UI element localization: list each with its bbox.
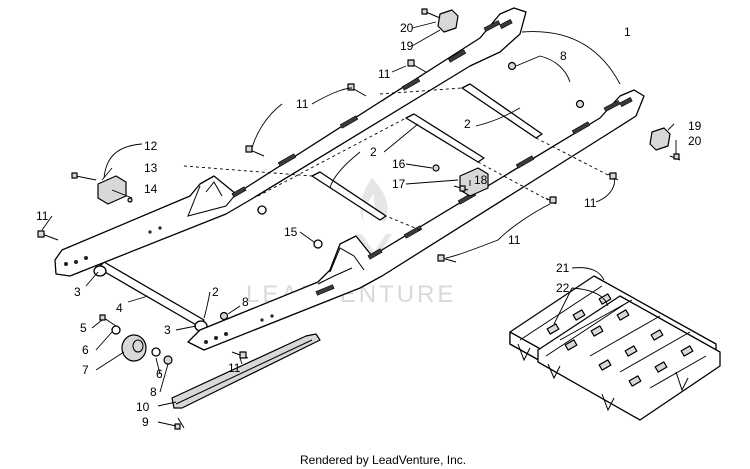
callout-5: 5 (80, 321, 87, 335)
callout-2b: 2 (370, 145, 377, 159)
nut-16 (432, 164, 440, 172)
callout-2c: 2 (212, 285, 219, 299)
nut-8d (219, 311, 229, 321)
washer-6a (111, 325, 121, 335)
left-slide-rail (54, 7, 527, 277)
callout-4: 4 (116, 301, 123, 315)
callout-6a: 6 (82, 343, 89, 357)
callout-9: 9 (142, 415, 149, 429)
callout-2a: 2 (464, 117, 471, 131)
callout-19a: 19 (400, 39, 414, 53)
callout-7: 7 (82, 363, 89, 377)
cross-shaft-rear-upper (461, 83, 543, 139)
callout-20a: 20 (400, 21, 414, 35)
washer-15a (257, 205, 267, 215)
callout-10: 10 (136, 400, 150, 414)
callout-12: 12 (144, 139, 158, 153)
callout-11a: 11 (378, 67, 391, 81)
callout-22: 22 (556, 281, 570, 295)
right-rail-body (187, 89, 645, 351)
callout-16: 16 (392, 157, 406, 171)
callout-1: 1 (624, 25, 631, 39)
rail-stop-upper (437, 9, 459, 33)
callout-3b: 3 (164, 323, 171, 337)
callout-11d: 11 (36, 209, 49, 223)
callout-6b: 6 (156, 367, 163, 381)
cross-shaft-rear-middle (405, 113, 485, 163)
callout-21: 21 (556, 261, 570, 275)
rail-stop-brackets (437, 9, 671, 151)
callout-18: 18 (474, 173, 488, 187)
footer-credit: Rendered by LeadVenture, Inc. (300, 453, 466, 467)
leader-lines (41, 21, 677, 427)
bolts (37, 8, 681, 430)
callout-8c: 8 (150, 385, 157, 399)
front-cross-shaft (97, 261, 205, 327)
idler-wheel-assembly (111, 61, 585, 365)
callout-labels: 20 19 1 8 11 11 2 19 20 12 2 13 16 18 14… (36, 21, 702, 429)
wear-strip (171, 333, 321, 409)
callout-11f: 11 (228, 361, 241, 375)
callout-3a: 3 (74, 285, 81, 299)
cross-shafts (93, 83, 543, 332)
washer-6b (151, 347, 161, 357)
callout-13: 13 (144, 161, 158, 175)
callout-19b: 19 (688, 119, 702, 133)
callout-11b: 11 (296, 97, 309, 111)
callout-15: 15 (284, 225, 298, 239)
callout-8a: 8 (560, 49, 567, 63)
callout-11e: 11 (508, 233, 521, 247)
washer-15b (313, 239, 323, 249)
callout-14: 14 (144, 182, 158, 196)
left-rail-body (54, 7, 527, 277)
callout-11c: 11 (584, 196, 597, 210)
callout-8b: 8 (242, 295, 249, 309)
track-clip-inset (509, 275, 721, 421)
idler-wheel (121, 334, 147, 362)
nut-8c (163, 355, 173, 365)
callout-17: 17 (392, 177, 406, 191)
nut-8a (507, 61, 517, 71)
rail-stop-lower (649, 127, 671, 151)
nut-8b (575, 99, 585, 109)
callout-20b: 20 (688, 134, 702, 148)
